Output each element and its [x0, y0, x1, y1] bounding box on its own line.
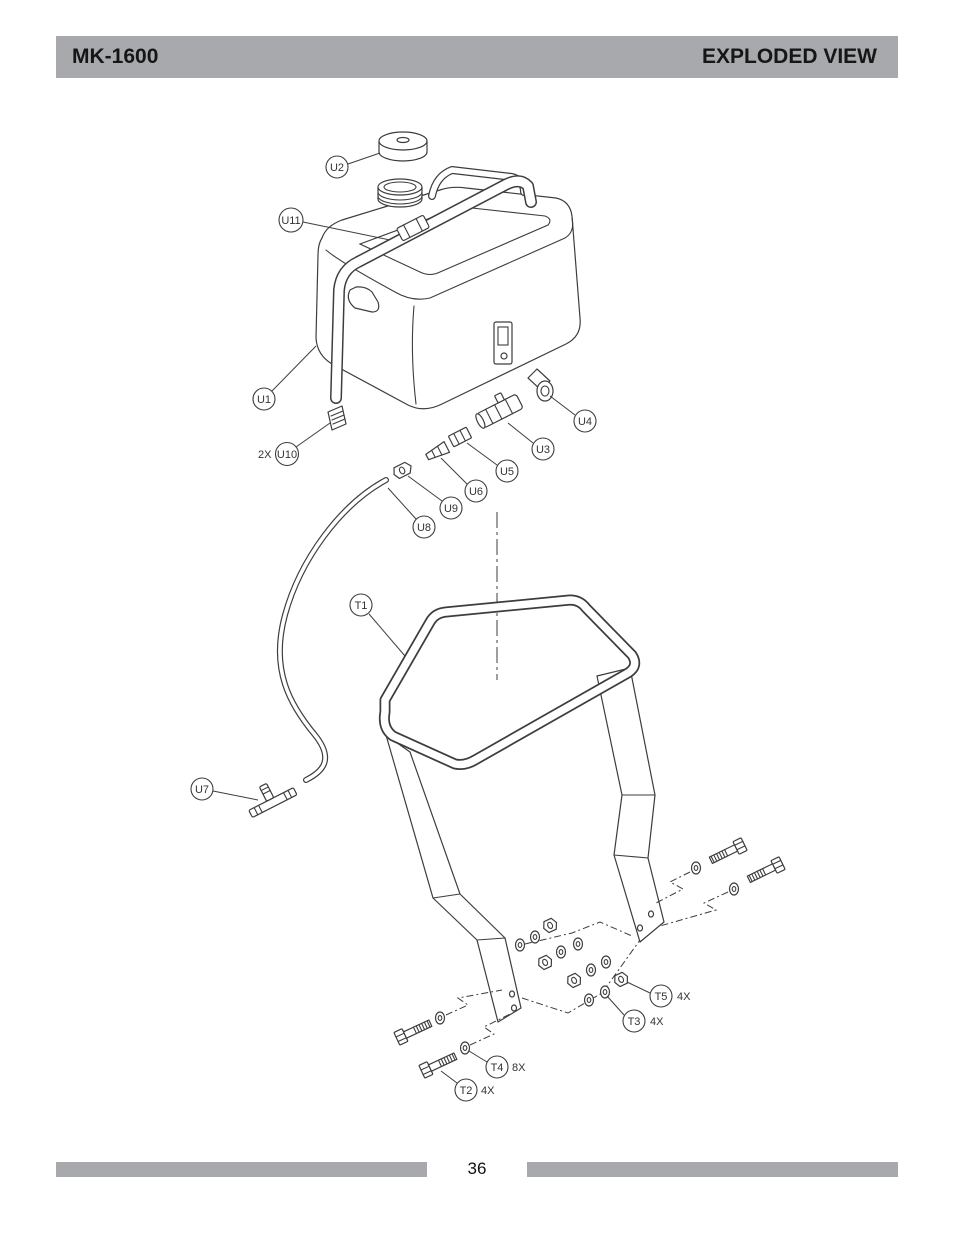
callout-quantity: 4X [481, 1085, 495, 1097]
callout-u10: U10 2X [258, 422, 331, 467]
strap-bracket-part [327, 405, 347, 431]
nut-part [614, 971, 629, 988]
callout-u3: U3 [507, 422, 555, 461]
shutoff-valve-part [475, 392, 523, 429]
frame-bolt-hole [636, 924, 644, 932]
frame-bolt-hole [508, 990, 516, 998]
callout-u4: U4 [549, 395, 597, 433]
callout-u5: U5 [466, 442, 519, 483]
callout-label: U11 [281, 215, 300, 227]
washer-part [514, 938, 526, 952]
frame-bolt-hole [510, 1004, 518, 1012]
callout-label: U5 [500, 466, 514, 478]
bolt-part [393, 1019, 433, 1046]
water-hose-part [276, 477, 389, 783]
frame-bolt-hole [647, 910, 655, 918]
callout-quantity: 4X [677, 991, 691, 1003]
tank-cap-part [378, 131, 428, 162]
nut-part [538, 954, 553, 971]
callout-label: T3 [628, 1016, 641, 1028]
callout-quantity: 4X [650, 1016, 664, 1028]
callout-label: T5 [655, 991, 668, 1003]
callout-label: U9 [444, 503, 458, 515]
hex-nipple-part [448, 426, 472, 448]
callout-label: T2 [460, 1085, 473, 1097]
callout-u6: U6 [440, 457, 488, 503]
section-title: EXPLODED VIEW [701, 45, 877, 68]
callout-u9: U9 [407, 475, 463, 520]
washer-part [600, 955, 612, 969]
washer-part [583, 993, 595, 1007]
washer-part [459, 1041, 471, 1055]
callout-label: U6 [469, 486, 483, 498]
hose-nut-part [393, 461, 412, 480]
page-number: 36 [467, 1159, 487, 1178]
callout-label: U3 [536, 444, 550, 456]
callout-label: T1 [355, 600, 368, 612]
washer-part [434, 1011, 446, 1025]
callout-label: U1 [257, 394, 271, 406]
callout-quantity: 8X [512, 1062, 526, 1074]
callout-t1: T1 [349, 593, 406, 657]
header-bar: MK-1600 EXPLODED VIEW [56, 36, 898, 78]
tee-fitting-part [248, 783, 298, 818]
frame-hardware [393, 837, 786, 1079]
strap-buckle [396, 215, 430, 241]
tank-grip-slot [347, 286, 380, 313]
callout-label: U4 [578, 416, 592, 428]
nut-part [567, 972, 582, 989]
callout-t4: T4 8X [468, 1050, 526, 1079]
washer-part [599, 985, 611, 999]
callout-label: U10 [277, 449, 297, 461]
callout-quantity: 2X [258, 449, 272, 461]
callout-t3: T3 4X [606, 995, 664, 1033]
bolt-part [708, 837, 748, 865]
bolt-part [418, 1052, 458, 1079]
bolt-part [746, 856, 786, 884]
callout-t2: T2 4X [440, 1070, 495, 1102]
nut-part [543, 917, 558, 934]
washer-part [555, 945, 567, 959]
callout-u2: U2 [325, 152, 381, 179]
callout-u1: U1 [252, 345, 317, 411]
callout-u8: U8 [387, 487, 436, 539]
footer-bar-right [527, 1162, 898, 1177]
callout-label: T4 [491, 1062, 504, 1074]
washer-part [728, 882, 740, 896]
callout-u11: U11 [278, 207, 391, 241]
hose-barb-part [425, 441, 451, 461]
washer-part [585, 963, 597, 977]
washer-part [572, 937, 584, 951]
callout-label: U8 [417, 522, 431, 534]
tank-neck [377, 178, 423, 208]
callout-u7: U7 [190, 777, 259, 801]
tank-frame-part [378, 594, 665, 1023]
footer-bar-left [56, 1162, 427, 1177]
tank-strap-part [330, 166, 537, 404]
callout-t5: T5 4X [626, 981, 691, 1008]
callout-label: U2 [330, 162, 344, 174]
model-name: MK-1600 [72, 45, 159, 68]
washer-part [690, 861, 702, 875]
callout-label: U7 [195, 784, 209, 796]
elbow-fitting-part [527, 368, 554, 402]
washer-part [529, 930, 541, 944]
tank-label-plate [493, 321, 513, 365]
